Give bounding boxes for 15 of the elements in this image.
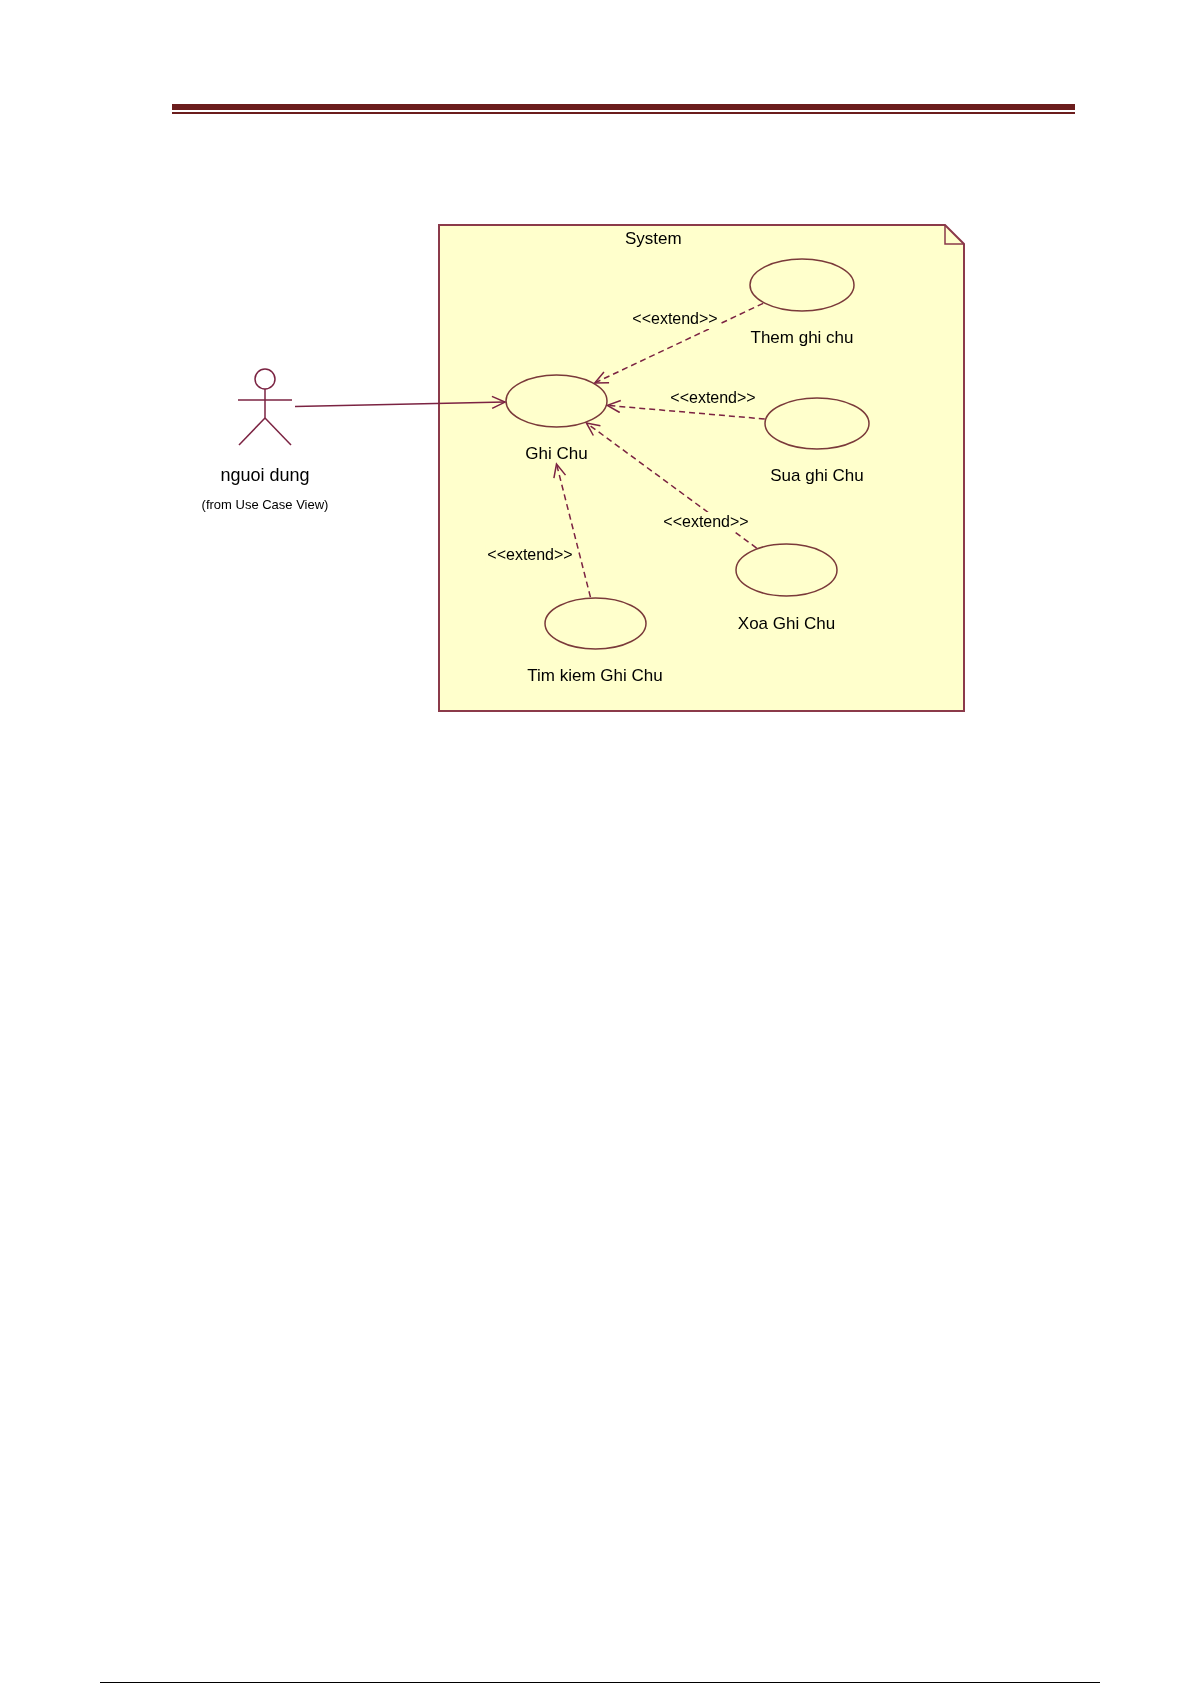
dependency-arrow — [606, 399, 766, 420]
dependency-arrow — [553, 463, 592, 598]
dependency-arrow — [585, 422, 758, 549]
association-arrow — [294, 395, 506, 410]
use-case-label: Tim kiem Ghi Chu — [527, 666, 663, 686]
edge-label: <<extend>> — [661, 512, 751, 532]
use-case-label: Xoa Ghi Chu — [737, 614, 836, 634]
edge-label: <<extend>> — [630, 309, 720, 329]
dependency-arrow — [594, 302, 764, 384]
actor-label: nguoi dung — [220, 464, 310, 487]
actor-note: (from Use Case View) — [201, 497, 329, 513]
use-case-label: Sua ghi Chu — [770, 466, 864, 486]
use-case-label: Ghi Chu — [525, 444, 588, 464]
system-label: System — [625, 229, 682, 249]
use-case-label: Them ghi chu — [750, 328, 854, 348]
